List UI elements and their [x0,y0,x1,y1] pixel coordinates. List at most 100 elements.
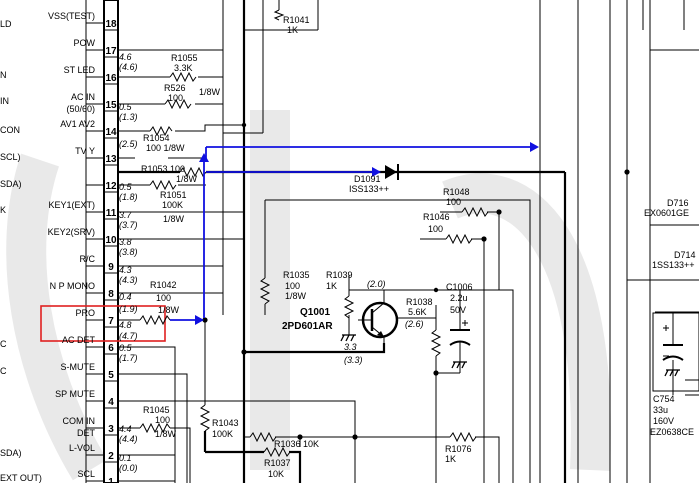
pin-number: 2 [108,451,114,462]
component-label: 1/8W [158,305,180,315]
component-label: 100 [428,224,443,234]
left-edge-label: C [0,366,7,376]
component-label: R1048 [443,187,470,197]
resistors [139,9,489,458]
pin-number: 14 [105,127,117,138]
component-label: D716 [667,198,689,208]
ground-c754 [664,369,680,377]
pin-function-label: N P MONO [50,281,95,291]
component-label: R1054 [143,133,170,143]
voltage-reading: 3.7 [119,210,133,220]
resistor-r1043 [199,404,211,432]
component-label: 1SS133++ [652,260,695,270]
voltage-reading: (3.8) [119,247,138,257]
pin-number: 1 [108,477,114,483]
component-label: 10K [268,469,284,479]
voltage-reading: (0.0) [119,463,138,473]
voltage-reading: (1.3) [119,112,138,122]
component-label: 1K [445,454,456,464]
resistor-r1046 [445,233,473,245]
component-label: 100K [212,429,233,439]
voltage-reading: 0.4 [119,292,132,302]
component-label: R1036 10K [274,439,319,449]
resistor-r1041 [273,9,285,21]
ground-c1006 [451,361,467,369]
component-label: R1043 [212,418,239,428]
component-label: D714 [674,250,696,260]
pin-number: 6 [108,343,114,354]
component-label: R1042 [150,280,177,290]
capacitor-c1006 [449,325,471,353]
voltage-reading: (4.4) [119,434,138,444]
pin-number: 13 [105,154,117,165]
component-label: 50V [450,305,466,315]
pin-function-label: SP MUTE [55,389,95,399]
diode-d1091 [385,164,399,180]
pin-number: 4 [108,397,114,408]
watermark [6,110,611,481]
component-label: R1046 [423,212,450,222]
voltage-reading: (2.6) [405,319,424,329]
transistor-part-label: 2PD601AR [282,321,333,332]
component-label: 1K [287,25,298,35]
network-wires [205,199,699,483]
pro-highlight-box [40,305,166,342]
voltage-reading: 4.8 [119,320,132,330]
signal-trace [170,142,539,325]
left-edge-label: SDA) [0,179,22,189]
resistor-r1035 [259,277,271,305]
voltage-reading: (4.7) [119,331,138,341]
component-label: R1076 [445,444,472,454]
resistor-r1048 [461,206,489,218]
pin-number: 15 [105,100,117,111]
component-label: 100 [168,93,183,103]
pin-number: 7 [108,316,114,327]
pin-function-label: R/C [80,254,96,264]
voltage-reading: 0.5 [119,343,133,353]
component-label: R526 [164,83,186,93]
component-label: R1037 [264,458,291,468]
component-label: R1038 [406,297,433,307]
left-edge-label: SDA) [0,448,22,458]
pin-function-label: ST LED [64,65,96,75]
left-edge-label: K [0,205,6,215]
pin-number: 5 [108,370,114,381]
voltage-reading: 0.5 [119,182,133,192]
pin-function-label: KEY2(SRV) [48,227,95,237]
component-label: R1045 [143,405,170,415]
left-edge-label: CON [0,125,20,135]
voltage-reading: 0.1 [119,453,132,463]
left-edge-label: LD [0,19,12,29]
component-label: EX0601GE [644,208,689,218]
pin-function-label-line2: (50/60) [66,104,95,114]
pin-number: 17 [105,46,117,57]
resistor-r1076 [449,431,477,443]
resistor-r1045 [139,422,171,434]
voltage-reading: (3.3) [344,355,363,365]
resistor-r1042 [139,314,171,326]
component-label: 1/8W [163,214,185,224]
pin-function-label: COM IN [63,416,96,426]
pin-function-label: SCL [77,469,95,479]
component-label: 1/8W [285,291,307,301]
junction-dots [202,122,630,440]
voltage-reading: (4.6) [119,62,138,72]
component-label: 1/8W [155,429,177,439]
component-label: C754 [653,394,675,404]
pin-number: 11 [106,208,117,219]
pin-function-label: L-VOL [69,443,95,453]
pin-number: 16 [105,73,117,84]
voltage-reading: (3.7) [119,220,138,230]
voltage-reading: 3.3 [344,342,357,352]
polarity-marks [462,312,699,392]
resistor-r1054 [149,125,173,137]
voltage-reading: (2.0) [367,279,386,289]
pin-function-label: AV1 AV2 [60,119,95,129]
pin-function-label: PRO [75,308,95,318]
bus-lines [222,0,699,483]
ground-symbols [340,334,680,377]
component-label: C1006 [446,282,473,292]
component-label: R1035 [283,270,310,280]
